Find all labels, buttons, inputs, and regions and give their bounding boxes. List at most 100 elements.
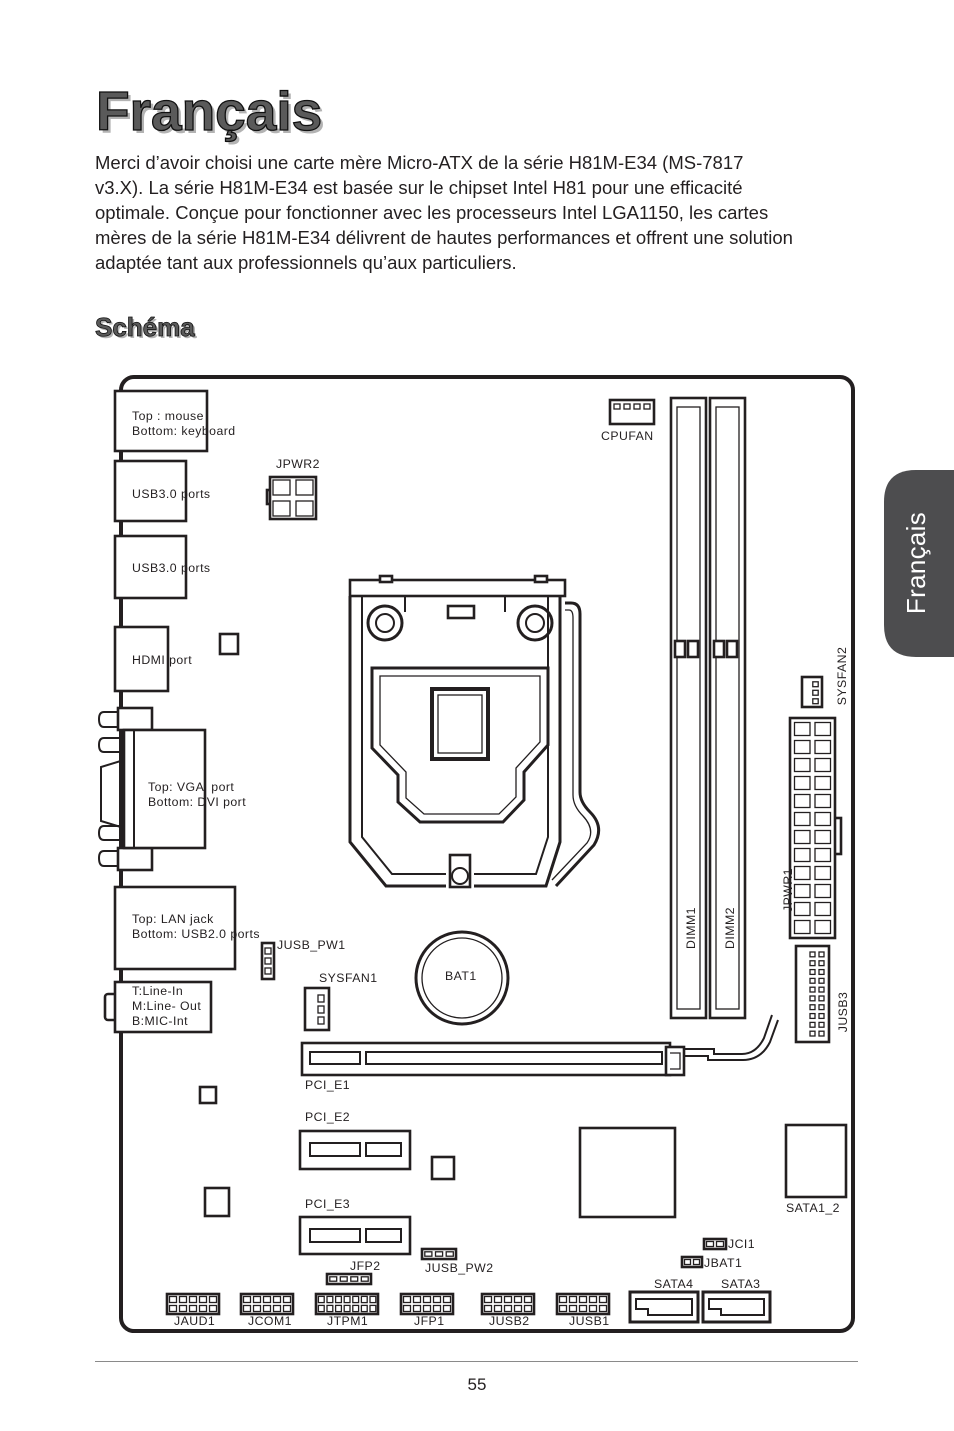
pin: [818, 1030, 825, 1037]
jbat1-body: [680, 1255, 704, 1269]
sysfan2-body: [800, 675, 824, 709]
component-square: [218, 632, 240, 656]
pin: [503, 1304, 513, 1313]
cpufan-header: CPUFAN: [601, 398, 656, 443]
dimm2-slot: DIMM2: [708, 396, 747, 1020]
pin: [715, 1240, 725, 1248]
socket-left-rail: [348, 596, 446, 888]
pin: [818, 1012, 825, 1020]
pin: [198, 1295, 208, 1304]
pin: [483, 1304, 493, 1313]
jcom1-label: JCOM1: [248, 1314, 292, 1328]
pin: [198, 1304, 208, 1313]
pin: [272, 500, 291, 517]
pin: [513, 1304, 523, 1313]
side-tab[interactable]: Français: [884, 470, 954, 657]
dimm-lever-line: [684, 1014, 773, 1055]
jbat1-jumper: JBAT1: [680, 1255, 742, 1270]
audio-label-line-out: M:Line- Out: [132, 999, 201, 1013]
socket-body-inner: [379, 675, 541, 815]
pin: [317, 994, 325, 1003]
component-square: [430, 1155, 456, 1181]
pin: [262, 1304, 272, 1313]
pci-e2-key-long: [365, 1142, 402, 1157]
side-tab-label: Français: [901, 512, 931, 614]
pin: [578, 1295, 588, 1304]
pin: [352, 1295, 360, 1304]
pin: [272, 479, 291, 496]
jci1-body: [702, 1237, 728, 1251]
vga-screw-bottom: [97, 850, 118, 867]
pin: [809, 1012, 816, 1020]
pin: [402, 1304, 412, 1313]
pci-e1-body: [300, 1041, 672, 1077]
pin: [434, 1251, 444, 1257]
jci1-label: JCI1: [728, 1237, 755, 1251]
pin: [692, 1258, 701, 1266]
vga-dvi-label-bottom: Bottom: DVI port: [148, 795, 246, 809]
jusb-pw2-label: JUSB_PW2: [425, 1261, 494, 1275]
jusb1-header: JUSB1: [555, 1292, 611, 1328]
jtpm1-label: JTPM1: [327, 1314, 368, 1328]
pin: [568, 1304, 578, 1313]
jcom1-header: JCOM1: [239, 1292, 295, 1328]
pin: [360, 1295, 368, 1304]
pci-e1-key-long: [365, 1051, 663, 1065]
pin: [369, 1304, 377, 1313]
pin: [643, 403, 651, 410]
socket-left-rail-inner: [361, 596, 446, 875]
socket-right-rail: [474, 596, 562, 888]
pin: [818, 1004, 825, 1011]
pin: [282, 1295, 292, 1304]
intro-paragraph: Merci d’avoir choisi une carte mère Micr…: [95, 150, 793, 275]
pin: [818, 977, 825, 984]
pci-e1-label: PCI_E1: [305, 1078, 350, 1092]
pin: [168, 1295, 178, 1304]
page-number: 55: [467, 1375, 487, 1394]
pin: [424, 1251, 433, 1257]
lan-usb2-box: [113, 885, 237, 971]
pin: [352, 1304, 360, 1313]
pin: [793, 775, 811, 791]
intro-line: optimale. Conçue pour fonctionner avec l…: [95, 202, 769, 223]
pin: [252, 1295, 262, 1304]
jtpm1-header: JTPM1: [314, 1292, 380, 1328]
pin: [339, 1276, 348, 1282]
pin: [360, 1304, 368, 1313]
dimm2-notch: [712, 639, 726, 659]
hdmi-port: HDMI port: [113, 625, 192, 693]
ps2-port-label-bottom: Bottom: keyboard: [132, 424, 236, 438]
dimm-lever-line: [684, 1019, 779, 1061]
jpwr1-body: [788, 716, 837, 940]
pin: [432, 1295, 442, 1304]
pin: [588, 1304, 598, 1313]
lan-usb2-port: Top: LAN jack Bottom: USB2.0 ports: [113, 885, 259, 971]
usb3-ports-top: USB3.0 ports: [113, 459, 211, 523]
sata4-label: SATA4: [654, 1277, 693, 1291]
side-tab-background: [884, 470, 954, 657]
socket-screw-inner: [375, 613, 395, 633]
jpwr1-label: JPWR1: [781, 868, 795, 912]
socket-body: [370, 666, 550, 824]
pci-e3-key-long: [365, 1228, 402, 1243]
bat1-battery: BAT1: [414, 930, 510, 1026]
pin: [295, 500, 314, 517]
audio-label-mic: B:MIC-Int: [132, 1014, 188, 1028]
usb3-ports-box: [113, 459, 188, 523]
usb3-ports-label: USB3.0 ports: [132, 487, 211, 501]
dimm1-label: DIMM1: [684, 907, 698, 949]
pin: [523, 1295, 533, 1304]
dimm1-slot: DIMM1: [669, 396, 708, 1020]
pci-e1-key-short: [309, 1051, 361, 1065]
pci-e2-key-short: [309, 1142, 361, 1157]
pin: [683, 1258, 692, 1266]
dimm2-channel: [715, 406, 740, 1010]
intro-line: mères de la série H81M-E34 délivrent de …: [95, 227, 793, 248]
sata3-body: [701, 1290, 772, 1324]
pin: [272, 1304, 282, 1313]
dvi-screw-bottom: [97, 825, 124, 841]
socket-lever: [554, 601, 601, 888]
socket-screw-inner: [525, 613, 545, 633]
pin: [262, 1295, 272, 1304]
pin: [343, 1295, 351, 1304]
